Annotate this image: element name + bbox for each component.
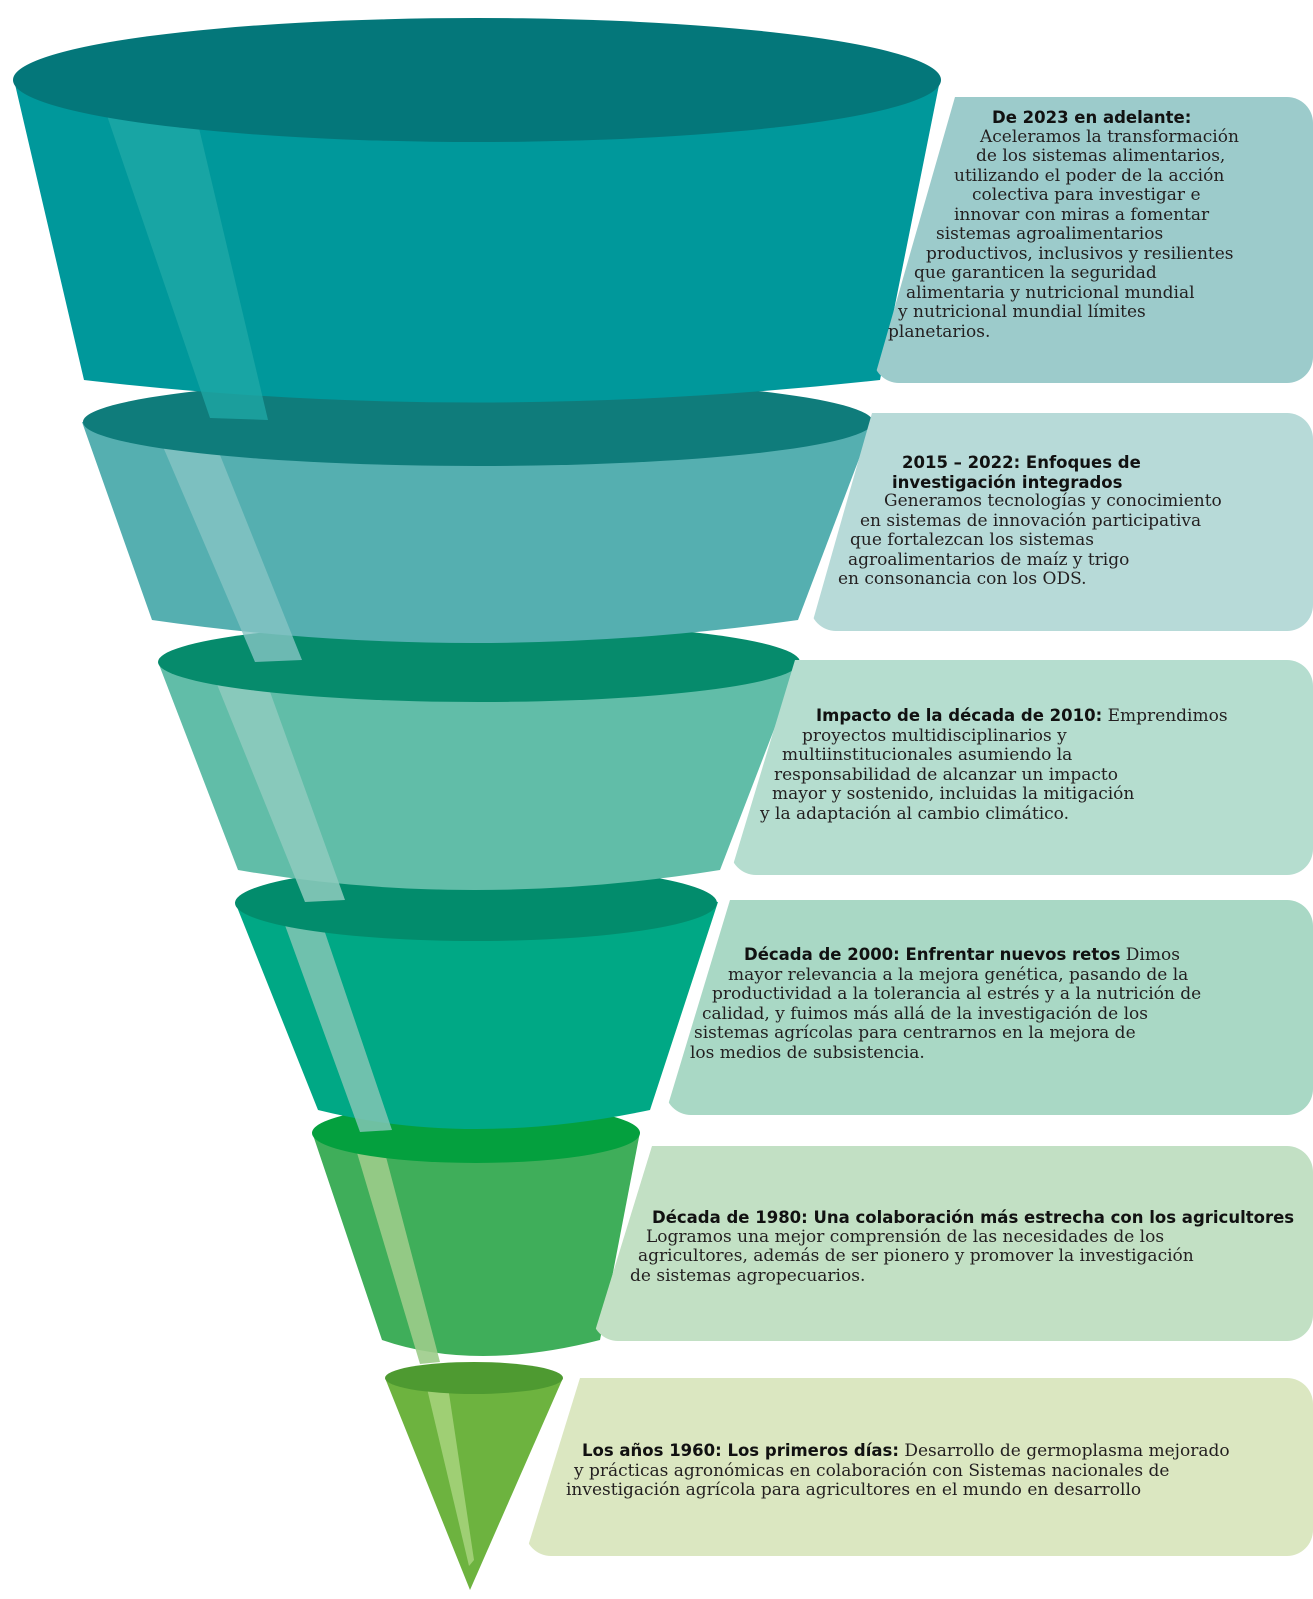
stage-text-2010s: Impacto de la década de 2010: Emprendimo… bbox=[760, 706, 1228, 824]
funnel-stage-2015-2022 bbox=[82, 378, 873, 662]
stage-card-2015-2022 bbox=[810, 413, 1313, 631]
stage-text-1980s: Década de 1980: Una colaboración más est… bbox=[630, 1208, 1295, 1286]
stage-title-2023: De 2023 en adelante: bbox=[992, 108, 1192, 127]
stage-text-2015-2022: 2015 – 2022: Enfoques de investigación i… bbox=[838, 453, 1222, 589]
funnel-stage-1960s bbox=[385, 1362, 563, 1590]
stage-text-2023: De 2023 en adelante: Aceleramos la trans… bbox=[880, 108, 1310, 342]
stage-card-1980s bbox=[592, 1146, 1313, 1341]
funnel-stage-1980s bbox=[312, 1103, 640, 1364]
stage-card-1960s bbox=[525, 1378, 1313, 1556]
stage-card-2010s bbox=[730, 660, 1313, 875]
funnel-stage-2023 bbox=[13, 18, 941, 420]
stage-card-2000s bbox=[665, 900, 1313, 1115]
stage-card-2023 bbox=[873, 97, 1313, 383]
stage-text-1960s: Los años 1960: Los primeros días: Desarr… bbox=[566, 1441, 1230, 1500]
funnel-stage-2000s bbox=[235, 865, 718, 1132]
stage-text-2000s: Década de 2000: Enfrentar nuevos retos D… bbox=[690, 945, 1202, 1063]
funnel-stage-2010s bbox=[158, 622, 800, 902]
